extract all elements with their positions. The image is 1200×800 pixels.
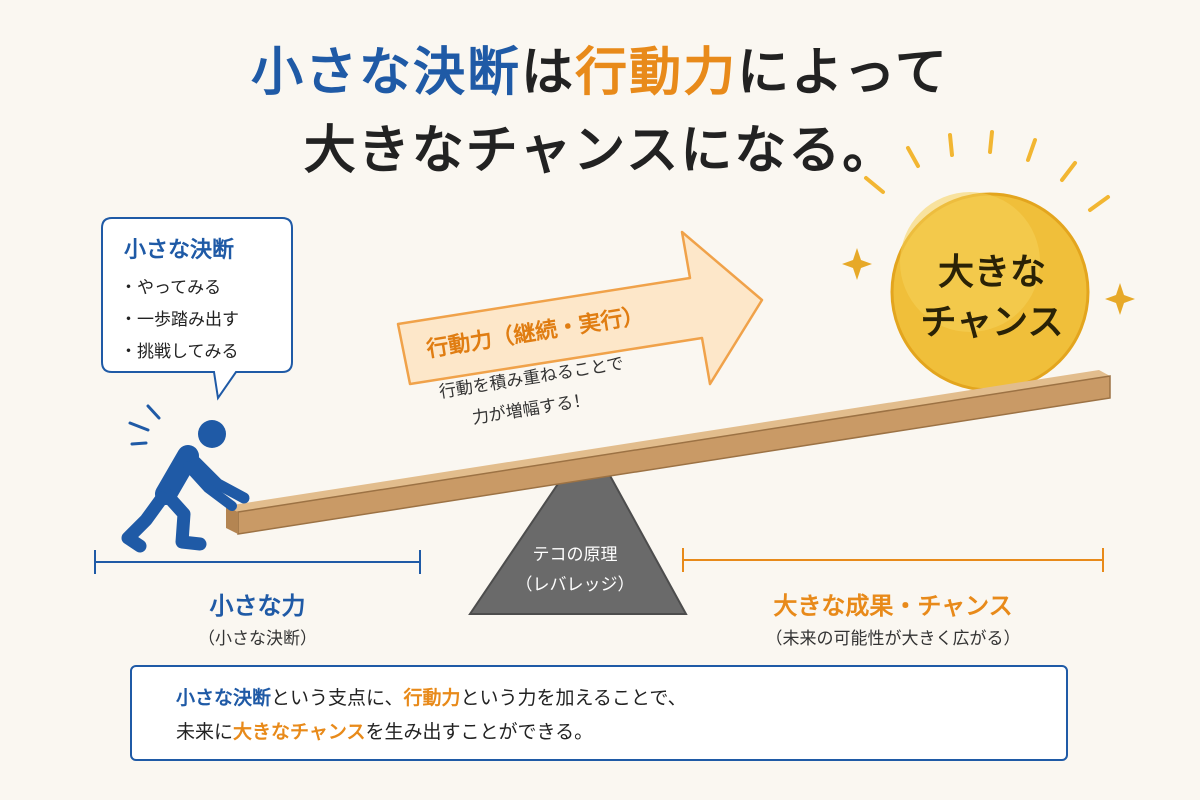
sun-icon — [890, 192, 1090, 392]
summary-line1: 小さな決断という支点に、行動力という力を加えることで、 — [176, 681, 1066, 715]
left-label-main: 小さな力 — [209, 592, 306, 620]
summary-text-1: という支点に、 — [271, 687, 404, 709]
title-niyotte: によって — [737, 43, 949, 103]
motion-marks — [128, 404, 161, 446]
summary-action-power: 行動力 — [403, 687, 461, 709]
fulcrum-label: テコの原理 （レバレッジ） — [490, 540, 660, 600]
fulcrum-label-line1: テコの原理 — [532, 545, 618, 565]
sun-label: 大きな チャンス — [892, 248, 1092, 348]
page-title-line1: 小さな決断は行動力によって — [0, 30, 1200, 105]
left-dimension-line — [94, 550, 421, 574]
summary-small-decision: 小さな決断 — [176, 687, 272, 709]
page-title-line2: 大きなチャンスになる。 — [303, 121, 897, 181]
title-action-power: 行動力 — [575, 43, 738, 103]
left-label-sub: （小さな決断） — [198, 629, 317, 649]
summary-text-4: を生み出すことができる。 — [365, 721, 594, 743]
summary-line2: 未来に大きなチャンスを生み出すことができる。 — [176, 715, 1066, 749]
right-dimension-line — [682, 548, 1104, 572]
bubble-title: 小さな決断 — [124, 238, 235, 263]
summary-box: 小さな決断という支点に、行動力という力を加えることで、 未来に大きなチャンスを生… — [130, 665, 1068, 761]
summary-text-2: という力を加えることで、 — [460, 687, 687, 709]
bubble-item-try: やってみる — [120, 272, 239, 304]
sparkle-icon — [842, 248, 1135, 315]
right-label-main: 大きな成果・チャンス — [773, 592, 1013, 620]
bubble-item-challenge: 挑戦してみる — [120, 336, 239, 368]
summary-big-chance: 大きなチャンス — [233, 721, 366, 743]
title-small-decision: 小さな決断 — [251, 43, 522, 103]
sun-label-line1: 大きな — [937, 252, 1046, 293]
person-pushing-icon — [121, 420, 250, 553]
sun-label-line2: チャンス — [920, 302, 1064, 343]
arrow-right-icon — [396, 230, 764, 386]
sun-rays — [864, 130, 1110, 212]
seesaw-plank — [226, 370, 1111, 535]
bubble-list: やってみる 一歩踏み出す 挑戦してみる — [120, 272, 239, 368]
right-label-sub: （未来の可能性が大きく広がる） — [765, 629, 1021, 649]
fulcrum-label-line2: （レバレッジ） — [515, 575, 635, 595]
summary-text-3: 未来に — [176, 721, 234, 743]
bubble-item-step: 一歩踏み出す — [120, 304, 239, 336]
title-particle-wa: は — [521, 43, 576, 103]
